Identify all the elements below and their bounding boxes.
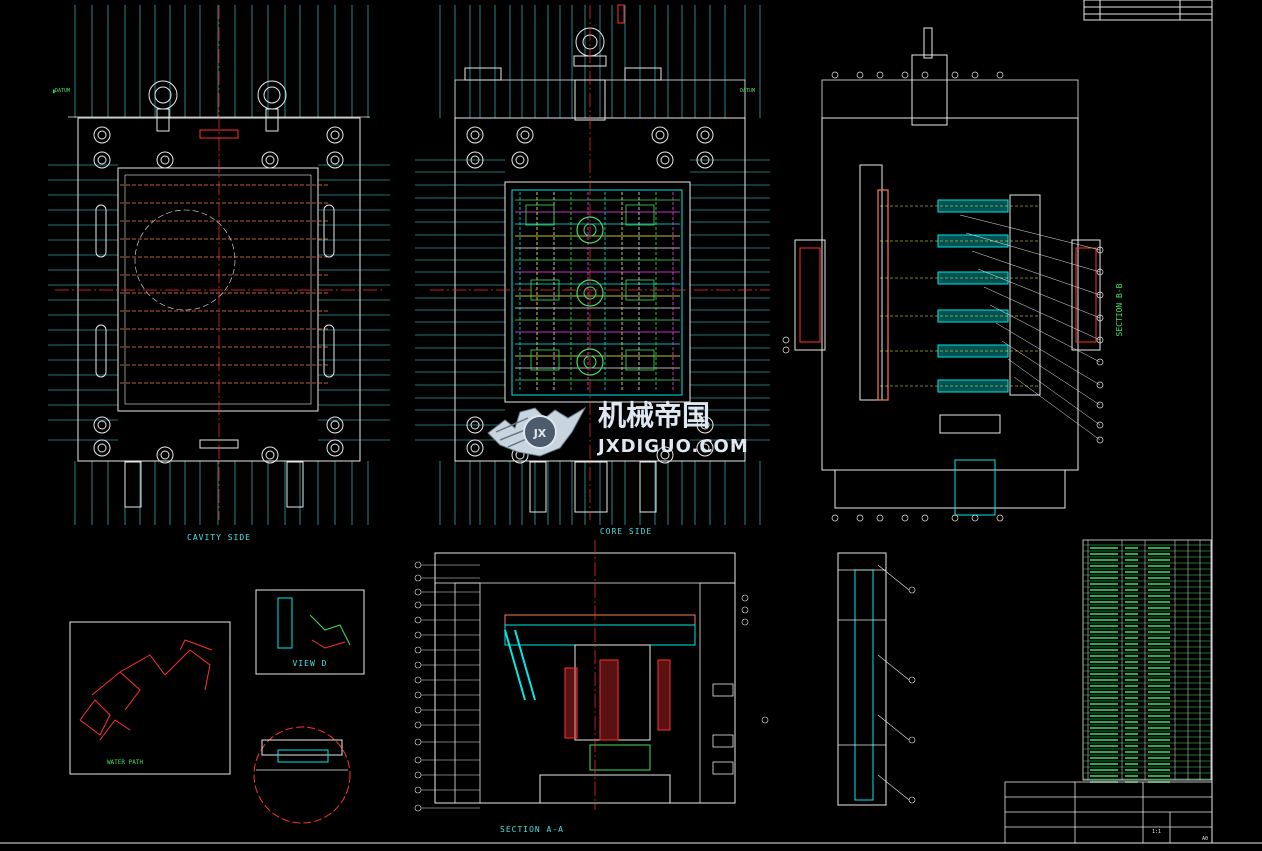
section-aa-title: SECTION A-A [500,825,564,834]
water-path-view [69,621,231,775]
title-block [1004,781,1213,844]
view-d [255,589,365,675]
detail-circle-view [253,726,351,824]
svg-text:▮: ▮ [52,88,56,95]
datum-label-left: DATUM [55,88,70,94]
scale-value: 1:1 [1152,829,1161,835]
view-d-title: VIEW D [293,659,328,668]
water-path-title: WATER PATH [107,759,144,766]
section-bb-view [782,27,1104,522]
parts-list-table [1082,539,1212,783]
cavity-side-view: ▮ DATUM [48,5,390,525]
core-side-title: CORE SIDE [600,527,652,536]
section-bb-title: SECTION B-B [1115,283,1124,336]
svg-text:JXDIGUO.COM: JXDIGUO.COM [596,436,749,457]
watermark-logo: JX 机械帝国 JXDIGUO.COM [487,399,749,457]
svg-text:JX: JX [533,427,547,440]
cavity-side-title: CAVITY SIDE [187,533,251,542]
svg-text:机械帝国: 机械帝国 [598,399,710,432]
datum-label-right: DATUM [740,88,755,94]
sheet-size: A0 [1202,836,1208,842]
core-side-view: DATUM [415,4,770,525]
wing-emblem-icon: JX [487,406,587,457]
section-aa-view [414,540,769,812]
narrow-section-view [837,552,916,806]
